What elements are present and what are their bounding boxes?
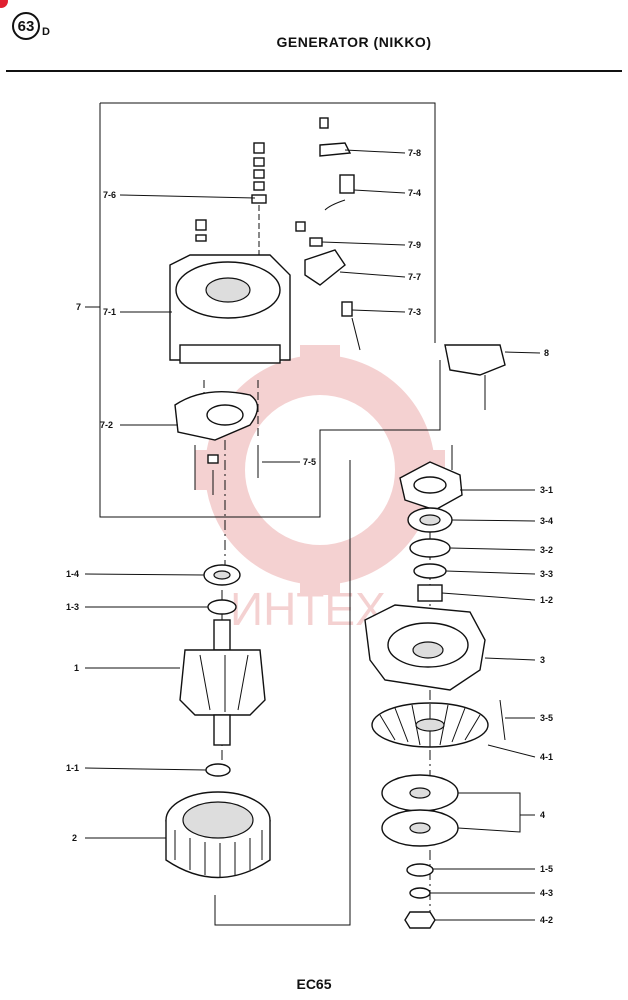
callout-3-3: 3-3	[540, 569, 553, 579]
callout-4-3: 4-3	[540, 888, 553, 898]
front-bearing	[407, 507, 453, 533]
callout-3-4: 3-4	[540, 516, 553, 526]
brush-holder-assembly	[295, 117, 361, 351]
front-rotor-bearing	[205, 763, 231, 777]
callout-3-1: 3-1	[540, 485, 553, 495]
watermark-text: ИНТЕХ	[230, 583, 386, 635]
callout-1-3: 1-3	[66, 602, 79, 612]
callout-7-9: 7-9	[408, 240, 421, 250]
pulley	[381, 774, 459, 847]
terminal-bolt-stack	[195, 142, 267, 255]
callout-8: 8	[544, 348, 549, 358]
callout-1-1: 1-1	[66, 763, 79, 773]
header-rule	[6, 70, 622, 72]
callout-1-4: 1-4	[66, 569, 79, 579]
callout-7-8: 7-8	[408, 148, 421, 158]
callout-3-2: 3-2	[540, 545, 553, 555]
lock-washer	[409, 887, 431, 899]
callout-7-4: 7-4	[408, 188, 421, 198]
callout-7: 7	[76, 302, 81, 312]
bearing-retainer	[207, 599, 237, 615]
callout-1-2: 1-2	[540, 595, 553, 605]
callout-1: 1	[74, 663, 79, 673]
pulley-spacer	[406, 863, 434, 877]
callout-7-5: 7-5	[303, 457, 316, 467]
bearing-spacer	[413, 563, 447, 579]
callout-7-1: 7-1	[103, 307, 116, 317]
callout-3-5: 3-5	[540, 713, 553, 723]
page-number: 63	[17, 17, 35, 35]
front-housing	[364, 604, 486, 691]
bearing-washer	[409, 538, 451, 558]
rectifier-plate	[174, 390, 259, 441]
leader-lines	[84, 149, 541, 921]
callout-7-7: 7-7	[408, 272, 421, 282]
page-suffix: D	[42, 26, 50, 38]
callout-2: 2	[72, 833, 77, 843]
rear-housing	[169, 254, 291, 364]
callout-7-6: 7-6	[103, 190, 116, 200]
callout-4-1: 4-1	[540, 752, 553, 762]
page-number-badge: 63	[12, 12, 40, 40]
callout-4: 4	[540, 810, 545, 820]
pulley-nut	[404, 911, 436, 929]
rear-bearing	[203, 564, 241, 586]
callout-1-5: 1-5	[540, 864, 553, 874]
callout-3: 3	[540, 655, 545, 665]
front-bearing-retainer	[399, 445, 463, 511]
corner-mark	[0, 0, 8, 8]
callout-7-2: 7-2	[100, 420, 113, 430]
callout-labels: 7-8 7-6 7-4 7-9 7-7 7 7-1 7-3 8 7-2 7-5 …	[66, 148, 553, 925]
rotor	[179, 619, 266, 746]
page-code: EC65	[296, 976, 332, 992]
callout-4-2: 4-2	[540, 915, 553, 925]
regulator	[444, 344, 506, 410]
rectifier-screws	[194, 445, 259, 495]
page-title: GENERATOR (NIKKO)	[276, 34, 432, 50]
collar	[417, 584, 443, 602]
callout-7-3: 7-3	[408, 307, 421, 317]
through-bolt	[499, 699, 506, 741]
cooling-fan	[371, 702, 489, 748]
stator	[165, 791, 271, 879]
